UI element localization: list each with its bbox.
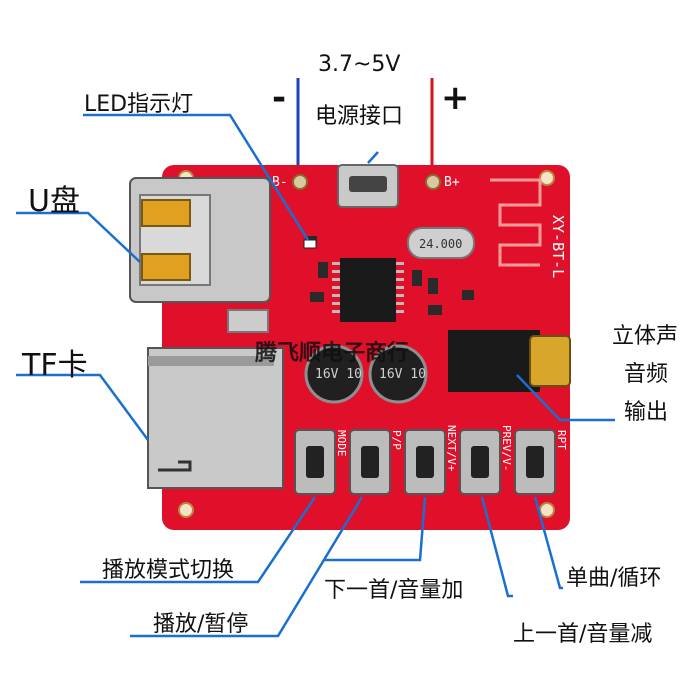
silk-b-plus: B+	[444, 175, 460, 190]
usb-label: U盘	[28, 184, 80, 219]
button-row	[294, 429, 556, 495]
silk-model: XY-BT-L	[549, 215, 567, 278]
minus-symbol: -	[272, 78, 287, 118]
svg-text:NEXT/V+: NEXT/V+	[445, 425, 458, 472]
single-loop-label: 单曲/循环	[566, 566, 662, 591]
led-indicator	[303, 239, 317, 249]
stereo-label-line2: 音频	[624, 362, 669, 387]
main-chip	[340, 258, 396, 322]
prev-volume-down-label: 上一首/音量减	[513, 622, 653, 647]
plus-symbol: +	[441, 78, 470, 118]
voltage-label: 3.7~5V	[318, 52, 401, 77]
capacitor-1	[304, 344, 364, 404]
mode-switch-label: 播放模式切换	[102, 558, 235, 583]
next-volume-up-label: 下一首/音量加	[324, 578, 464, 603]
svg-text:RPT: RPT	[555, 430, 568, 450]
audio-jack	[448, 330, 540, 392]
leader-lines	[16, 113, 615, 638]
capacitor-2	[368, 344, 428, 404]
stereo-label-line1: 立体声	[612, 324, 679, 349]
svg-text:P/P: P/P	[390, 430, 403, 450]
svg-text:PREV/V-: PREV/V-	[500, 425, 513, 471]
led-label: LED指示灯	[84, 92, 194, 117]
antenna-trace	[490, 178, 542, 267]
svg-text:24.000: 24.000	[419, 237, 462, 251]
play-pause-label: 播放/暂停	[153, 612, 249, 637]
svg-text:16V 10: 16V 10	[315, 367, 362, 382]
watermark: 腾飞顺电子商行	[255, 340, 409, 366]
power-port-label: 电源接口	[315, 104, 404, 129]
svg-text:MODE: MODE	[335, 430, 348, 457]
crystal	[407, 227, 475, 259]
stereo-label-line3: 输出	[624, 400, 669, 425]
tf-card-slot	[147, 347, 284, 489]
tf-label: TF卡	[22, 348, 88, 383]
svg-text:16V 10: 16V 10	[379, 367, 426, 382]
